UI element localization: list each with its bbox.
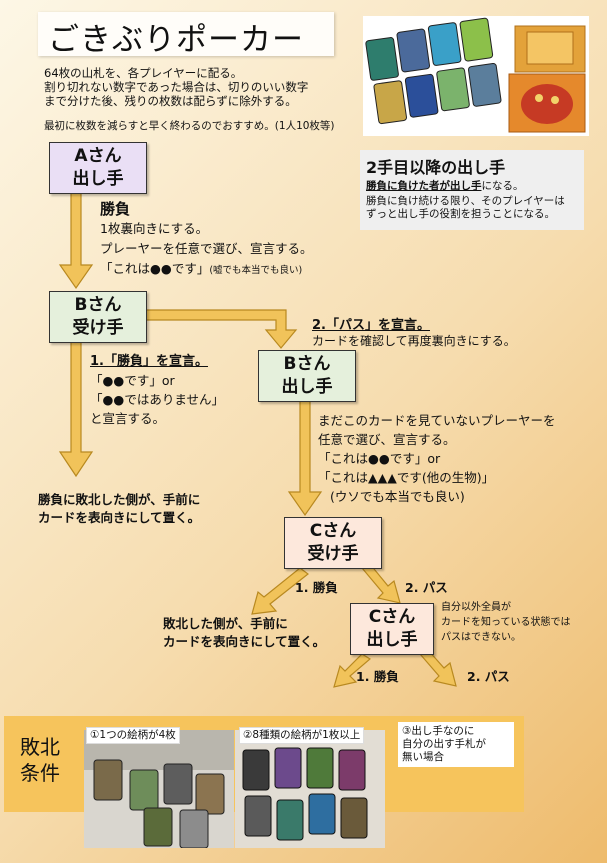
defeat-photo-1 — [84, 730, 234, 848]
intro-line-1: 64枚の山札を、各プレイヤーに配る。 — [44, 66, 243, 80]
intro-line-3: まで分けた後、残りの枚数は配らずに除外する。 — [44, 94, 297, 108]
box-b-receiver: Bさん受け手 — [49, 291, 147, 343]
intro-note: 最初に枚数を減らすと早く終わるのでおすすめ。(1人10枚等) — [44, 120, 335, 132]
box-b2-line-1: Bさん — [283, 354, 331, 374]
second-player-detail-1: 勝負に負け続ける限り、そのプレイヤーは — [366, 195, 565, 207]
box-c-dealer: Cさん出し手 — [350, 603, 434, 655]
arrow-b1-shobu — [58, 341, 94, 478]
shobu-b-head: 1.「勝負」を宣言。 — [90, 354, 208, 369]
step-a-head: 勝負 — [100, 200, 131, 218]
shobu-b-line-3: と宣言する。 — [90, 411, 166, 426]
arrow-b2-to-c1 — [287, 400, 323, 517]
b2-text-line-1: まだこのカードを見ていないプレーヤーを — [318, 413, 556, 428]
box-c2-line-1: Cさん — [368, 607, 416, 627]
second-player-detail-2: ずっと出し手の役割を担うことになる。 — [366, 208, 555, 220]
intro-text: 64枚の山札を、各プレイヤーに配る。 割り切れない数字であった場合は、切りのいい… — [44, 66, 308, 108]
box-c1-line-2: 受け手 — [307, 544, 359, 564]
game-box-photo — [363, 16, 589, 136]
box-a-line-1: Aさん — [74, 146, 122, 166]
second-player-detail: 勝負に負け続ける限り、そのプレイヤーは ずっと出し手の役割を担うことになる。 — [366, 195, 565, 221]
c2-shobu-label: 1. 勝負 — [356, 669, 399, 684]
step-a-small-note: (嘘でも本当でも良い) — [209, 265, 303, 276]
b2-text-line-3: 「これは●●です」or — [318, 451, 441, 466]
box-c2-line-2: 出し手 — [366, 630, 418, 650]
loser-left-line-1: 勝負に敗北した側が、手前に — [38, 492, 201, 507]
loser-left-line-2: カードを表向きにして置く。 — [38, 510, 201, 525]
box-c1-line-1: Cさん — [309, 521, 357, 541]
defeat-condition-1: ①1つの絵柄が4枚 — [86, 727, 180, 744]
second-player-panel: 2手目以降の出し手 勝負に負けた者が出し手になる。 勝負に負け続ける限り、そのプ… — [360, 150, 584, 230]
step-a-declare: 「これは●●です」 — [100, 261, 210, 276]
loser-mid-line-2: カードを表向きにして置く。 — [163, 634, 326, 649]
box-c-receiver: Cさん受け手 — [284, 517, 382, 569]
c1-pass-label: 2. パス — [405, 580, 448, 595]
box-b1-line-2: 受け手 — [72, 318, 124, 338]
b2-text-line-2: 任意で選び、宣言する。 — [318, 432, 456, 447]
b2-text-line-5: (ウソでも本当でも良い) — [330, 489, 465, 504]
second-player-rule-rest: になる。 — [481, 180, 524, 192]
title-box — [38, 12, 334, 56]
arrow-c1-pass — [361, 563, 401, 604]
arrow-b1-to-b2-pass — [144, 309, 298, 349]
step-a-line-1: 1枚裏向きにする。 — [100, 221, 209, 236]
defeat-condition-2: ②8種類の絵柄が1枚以上 — [239, 727, 365, 744]
defeat-condition-3: ③出し手なのに 自分の出す手札が 無い場合 — [398, 722, 514, 767]
defeat-condition-3-line-2: 自分の出す手札が — [402, 738, 486, 750]
defeat-label-line-1: 敗北 — [20, 735, 60, 759]
c1-shobu-label: 1. 勝負 — [295, 580, 338, 595]
intro-line-2: 割り切れない数字であった場合は、切りのいい数字 — [44, 80, 309, 94]
pass-b-head: 2.「パス」を宣言。 — [312, 318, 430, 333]
arrow-a-to-b — [58, 192, 94, 290]
pass-b-text: カードを確認して再度裏向きにする。 — [312, 334, 516, 348]
box-b1-line-1: Bさん — [74, 295, 122, 315]
step-a-line-3: 「これは●●です」(嘘でも本当でも良い) — [100, 258, 302, 277]
shobu-b-line-1: 「●●です」or — [90, 373, 175, 388]
arrow-c2-shobu — [333, 653, 372, 688]
second-player-rule-bold: 勝負に負けた者が出し手 — [366, 180, 482, 192]
second-player-heading: 2手目以降の出し手 — [366, 158, 506, 177]
box-b-dealer: Bさん出し手 — [258, 350, 356, 402]
second-player-rule: 勝負に負けた者が出し手になる。 — [366, 178, 524, 193]
step-a-line-2: プレーヤーを任意で選び、宣言する。 — [100, 241, 313, 256]
defeat-condition-3-line-1: ③出し手なのに — [402, 725, 475, 737]
arrow-c2-pass — [419, 649, 457, 687]
c2-note-line-1: 自分以外全員が — [441, 602, 511, 613]
b2-text-line-4: 「これは▲▲▲です(他の生物)」 — [318, 470, 495, 485]
defeat-condition-3-line-3: 無い場合 — [402, 751, 444, 763]
box-a-line-2: 出し手 — [72, 169, 124, 189]
c2-note-line-2: カードを知っている状態では — [441, 617, 571, 628]
box-a-dealer: Aさん出し手 — [49, 142, 147, 194]
page-title: ごきぶりポーカー — [48, 22, 304, 58]
arrow-c1-shobu — [251, 567, 309, 615]
c2-pass-label: 2. パス — [467, 669, 510, 684]
shobu-b-line-2: 「●●ではありません」 — [90, 392, 224, 407]
defeat-label-line-2: 条件 — [20, 761, 60, 785]
loser-mid-line-1: 敗北した側が、手前に — [163, 616, 288, 631]
box-b2-line-2: 出し手 — [281, 377, 333, 397]
defeat-photo-2 — [235, 730, 385, 848]
c2-note-line-3: パスはできない。 — [441, 632, 521, 643]
defeat-label: 敗北 条件 — [20, 734, 60, 786]
